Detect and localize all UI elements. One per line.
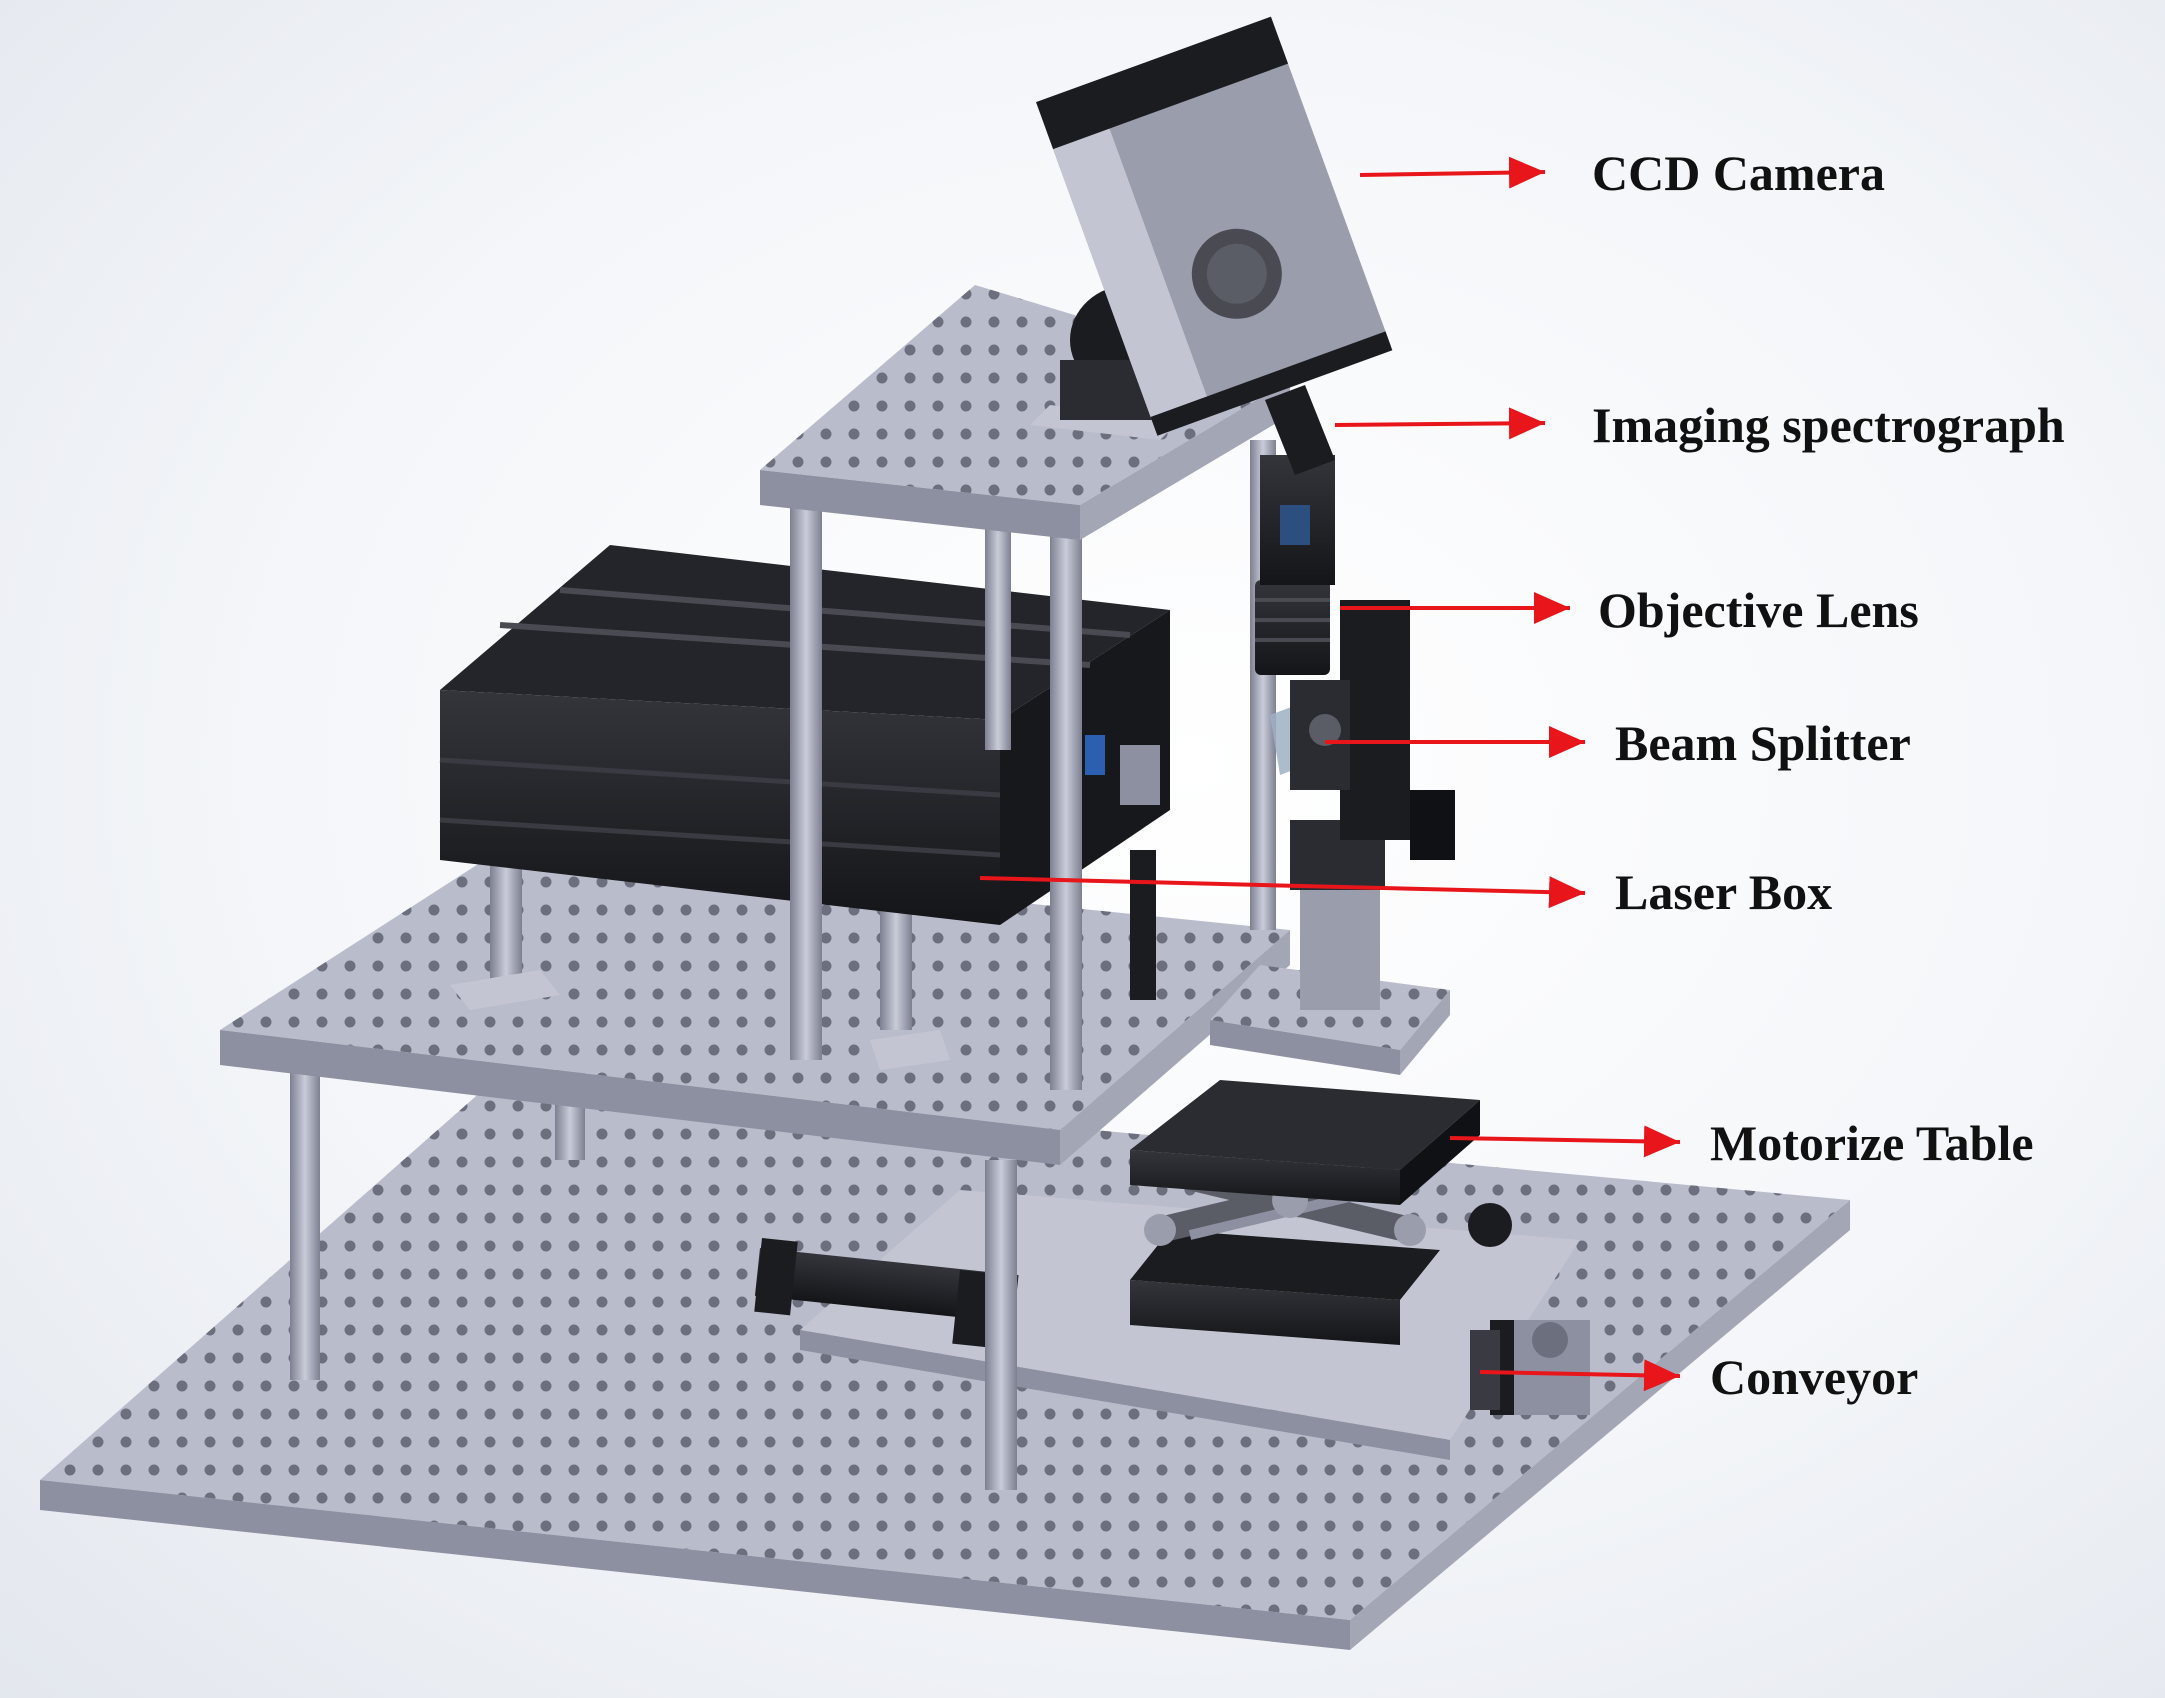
laser-box-legs xyxy=(450,850,1156,1070)
label-conveyor: Conveyor xyxy=(1710,1349,1919,1405)
arrow-ccd-camera xyxy=(1359,156,1546,189)
arrow-imaging-spectrograph xyxy=(1334,407,1546,440)
beam-splitter xyxy=(1270,680,1350,790)
arrow-laser-box xyxy=(979,876,1586,909)
label-beam-splitter: Beam Splitter xyxy=(1615,715,1911,771)
stepper-motor xyxy=(1470,1320,1590,1415)
label-laser-box: Laser Box xyxy=(1615,864,1833,920)
middle-breadboard xyxy=(220,850,1450,1165)
arrow-motorize-table xyxy=(1449,1125,1681,1158)
motorized-table xyxy=(1130,1080,1512,1345)
imaging-spectrograph xyxy=(1260,385,1335,585)
top-shelf-legs xyxy=(790,440,1276,1090)
label-motorize-table: Motorize Table xyxy=(1710,1115,2034,1171)
objective-lens xyxy=(1255,580,1330,675)
ccd-camera xyxy=(1036,16,1393,436)
label-ccd-camera: CCD Camera xyxy=(1592,145,1885,201)
label-imaging-spectrograph: Imaging spectrograph xyxy=(1592,397,2065,453)
optical-column xyxy=(1255,385,1455,1010)
arrow-conveyor xyxy=(1479,1359,1681,1392)
middle-shelf-legs xyxy=(290,1060,1017,1490)
callout-arrows xyxy=(979,156,1681,1392)
label-objective-lens: Objective Lens xyxy=(1598,582,1919,638)
